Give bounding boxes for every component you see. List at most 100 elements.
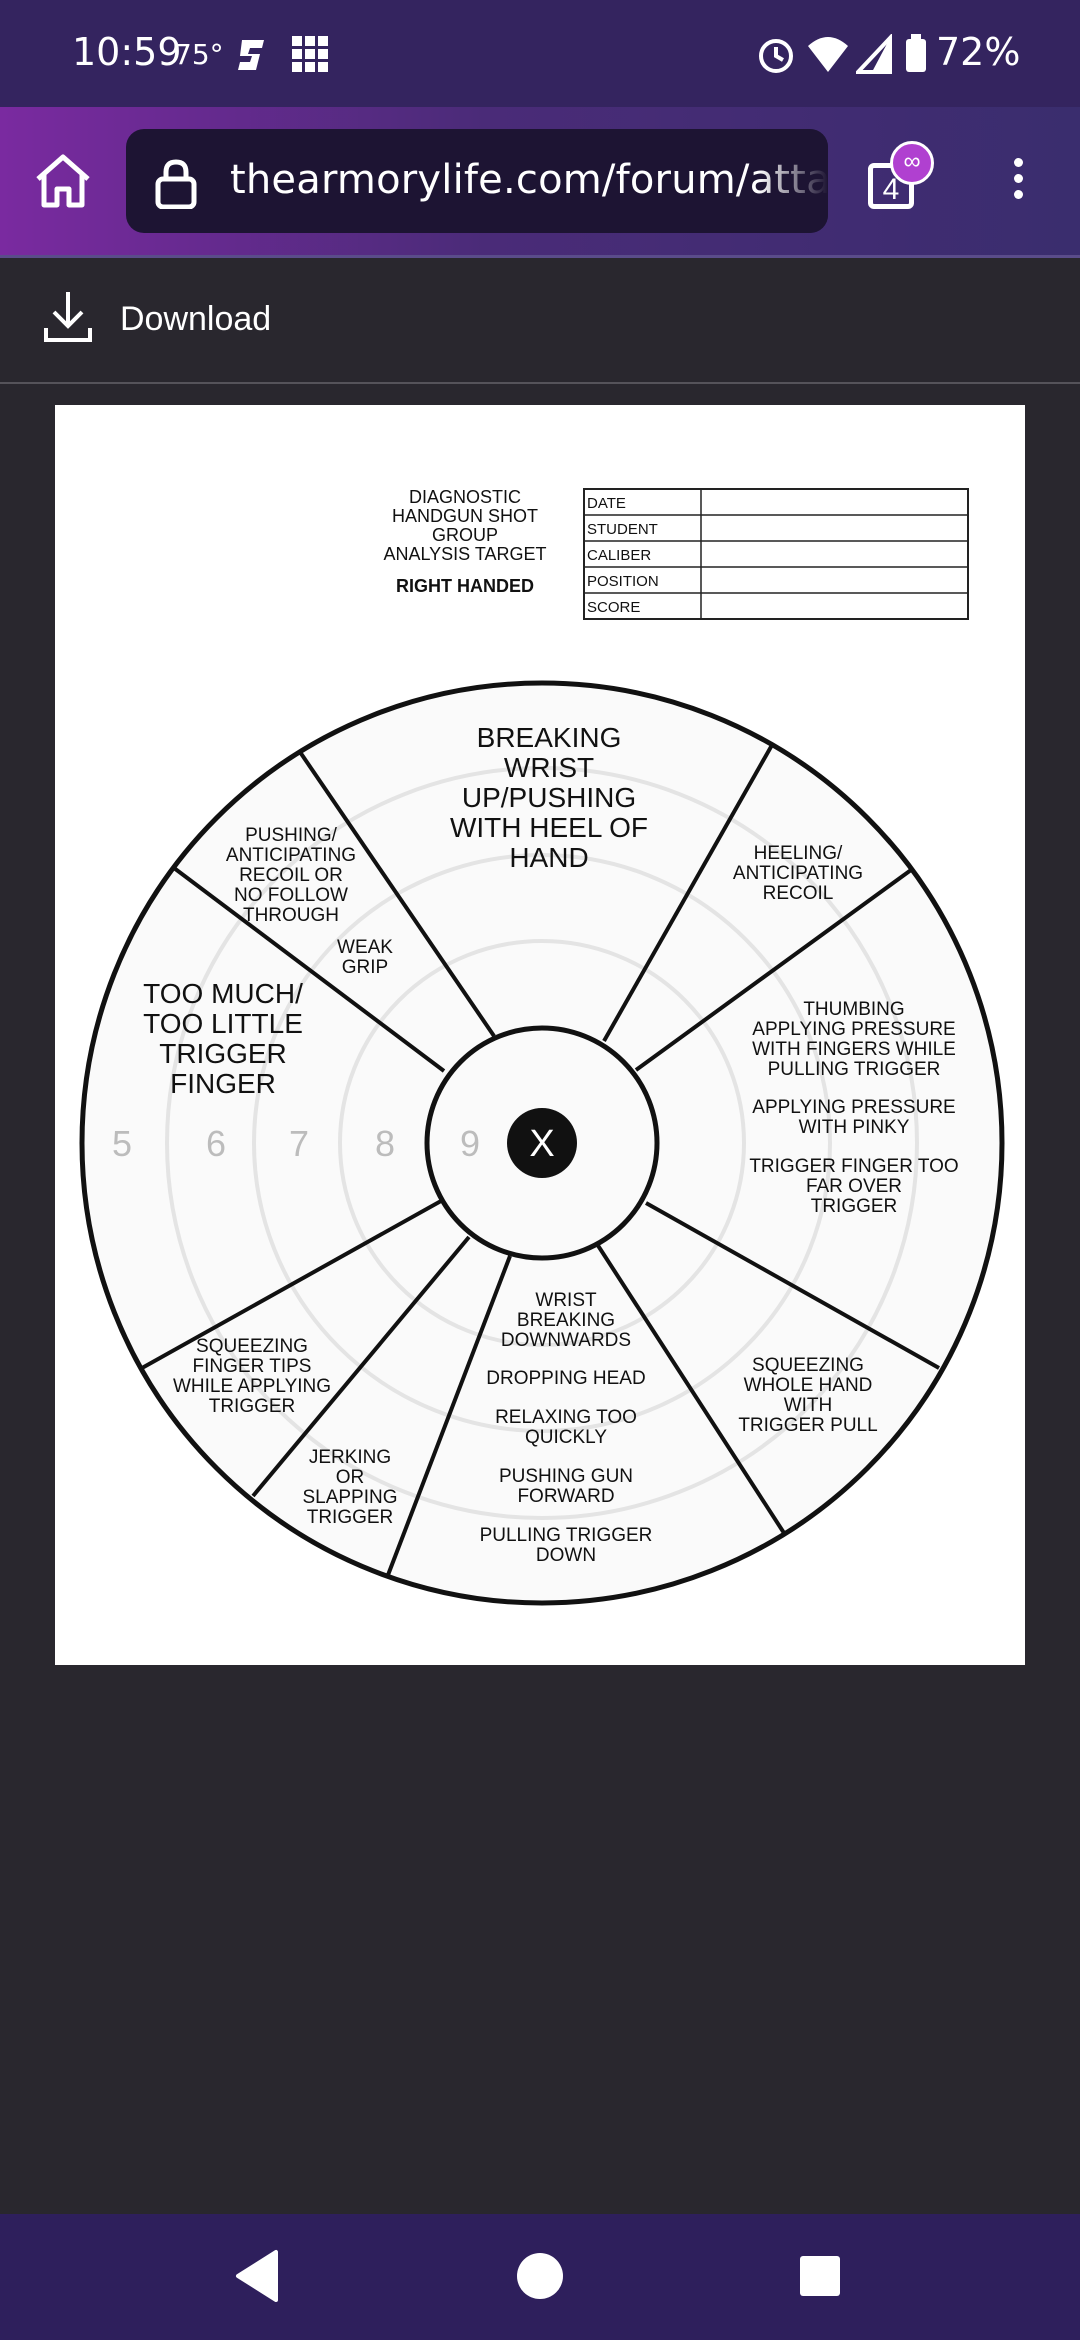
svg-text:JERKING: JERKING xyxy=(309,1447,391,1468)
svg-text:BREAKING: BREAKING xyxy=(477,722,622,753)
svg-text:TRIGGER: TRIGGER xyxy=(159,1038,287,1069)
status-time: 10:59 xyxy=(72,30,182,74)
form-field-label: DATE xyxy=(587,495,626,512)
svg-text:WITH HEEL OF: WITH HEEL OF xyxy=(450,812,648,843)
ring-number: 9 xyxy=(460,1123,480,1164)
svg-text:TRIGGER: TRIGGER xyxy=(307,1507,394,1528)
svg-text:PULLING TRIGGER: PULLING TRIGGER xyxy=(480,1525,653,1546)
segment-bottom-right-label: SQUEEZING WHOLE HAND WITH TRIGGER PULL xyxy=(738,1355,877,1436)
home-circle-icon xyxy=(517,2253,563,2299)
download-icon xyxy=(42,288,94,351)
svg-text:PULLING TRIGGER: PULLING TRIGGER xyxy=(768,1059,941,1080)
svg-text:RECOIL: RECOIL xyxy=(763,883,834,904)
wifi-icon xyxy=(806,34,850,79)
svg-text:SLAPPING: SLAPPING xyxy=(302,1487,397,1508)
score-form-table: DATE STUDENT CALIBER POSITION SCORE xyxy=(583,488,969,620)
svg-text:DOWNWARDS: DOWNWARDS xyxy=(501,1330,631,1351)
more-vert-icon xyxy=(1013,158,1023,167)
recents-button[interactable] xyxy=(798,2248,842,2309)
segment-bottom-left-inner-label: JERKING OR SLAPPING TRIGGER xyxy=(302,1447,397,1528)
svg-text:APPLYING PRESSURE: APPLYING PRESSURE xyxy=(752,1019,955,1040)
svg-text:HAND: HAND xyxy=(509,842,588,873)
svg-text:TRIGGER FINGER TOO: TRIGGER FINGER TOO xyxy=(749,1156,958,1177)
svg-text:WITH: WITH xyxy=(784,1395,833,1416)
svg-text:WHOLE HAND: WHOLE HAND xyxy=(744,1375,873,1396)
target-title-line: GROUP xyxy=(432,525,498,545)
segment-top-label: BREAKING WRIST UP/PUSHING WITH HEEL OF H… xyxy=(450,722,648,873)
svg-text:TRIGGER: TRIGGER xyxy=(209,1396,296,1417)
segment-bottom-left-label: SQUEEZING FINGER TIPS WHILE APPLYING TRI… xyxy=(173,1336,331,1417)
svg-text:FINGER TIPS: FINGER TIPS xyxy=(193,1356,312,1377)
back-icon xyxy=(236,2250,278,2302)
back-button[interactable] xyxy=(232,2248,282,2309)
segment-top-right-label: HEELING/ ANTICIPATING RECOIL xyxy=(733,843,863,904)
app-notification-icon xyxy=(236,34,270,79)
browser-toolbar: thearmorylife.com/forum/attachments/diag… xyxy=(0,107,1080,258)
alarm-icon xyxy=(756,34,796,79)
svg-text:WEAK: WEAK xyxy=(337,937,393,958)
segment-bottom-label: WRIST BREAKING DOWNWARDS DROPPING HEAD R… xyxy=(480,1290,653,1566)
ring-number: 6 xyxy=(206,1123,226,1164)
svg-text:TRIGGER PULL: TRIGGER PULL xyxy=(738,1415,877,1436)
svg-text:FORWARD: FORWARD xyxy=(517,1486,614,1507)
home-nav-button[interactable] xyxy=(514,2248,566,2309)
svg-text:HEELING/: HEELING/ xyxy=(754,843,843,864)
svg-text:THUMBING: THUMBING xyxy=(803,999,904,1020)
target-title-line: DIAGNOSTIC xyxy=(409,487,521,507)
svg-text:SQUEEZING: SQUEEZING xyxy=(752,1355,864,1376)
segment-right-label: THUMBING APPLYING PRESSURE WITH FINGERS … xyxy=(749,999,958,1217)
status-bar: 10:59 75° 72% xyxy=(0,0,1080,107)
url-text: thearmorylife.com/forum/attachments/diag… xyxy=(230,157,828,203)
target-image[interactable]: DIAGNOSTIC HANDGUN SHOT GROUP ANALYSIS T… xyxy=(55,405,1025,1665)
lock-icon xyxy=(154,159,198,214)
svg-text:DROPPING HEAD: DROPPING HEAD xyxy=(486,1368,645,1389)
svg-text:WRIST: WRIST xyxy=(535,1290,597,1311)
svg-text:THROUGH: THROUGH xyxy=(243,905,339,926)
battery-icon xyxy=(904,34,928,79)
download-label: Download xyxy=(120,300,272,338)
target-title-line: HANDGUN SHOT xyxy=(392,506,538,526)
svg-text:NO FOLLOW: NO FOLLOW xyxy=(234,885,348,906)
svg-text:TOO MUCH/: TOO MUCH/ xyxy=(143,978,303,1009)
form-field-label: CALIBER xyxy=(587,547,651,564)
overflow-menu-button[interactable] xyxy=(998,151,1038,221)
form-field-label: SCORE xyxy=(587,599,640,616)
svg-text:PUSHING/: PUSHING/ xyxy=(245,825,338,846)
svg-text:OR: OR xyxy=(336,1467,365,1488)
svg-text:WITH PINKY: WITH PINKY xyxy=(799,1117,910,1138)
svg-text:RELAXING TOO: RELAXING TOO xyxy=(495,1407,637,1428)
url-bar[interactable]: thearmorylife.com/forum/attachments/diag… xyxy=(126,129,828,233)
ring-number: 8 xyxy=(375,1123,395,1164)
recents-square-icon xyxy=(800,2256,840,2296)
tab-switcher-button[interactable]: 4 ∞ xyxy=(860,141,950,231)
svg-text:WRIST: WRIST xyxy=(504,752,594,783)
diagnostic-target-graphic: DIAGNOSTIC HANDGUN SHOT GROUP ANALYSIS T… xyxy=(79,487,1005,1606)
svg-text:QUICKLY: QUICKLY xyxy=(525,1427,607,1448)
status-temperature: 75° xyxy=(174,38,224,71)
svg-text:TRIGGER: TRIGGER xyxy=(811,1196,898,1217)
battery-percent: 72% xyxy=(936,30,1021,74)
incognito-badge-icon: ∞ xyxy=(890,141,934,185)
svg-text:FAR OVER: FAR OVER xyxy=(806,1176,902,1197)
svg-text:RECOIL OR: RECOIL OR xyxy=(239,865,343,886)
download-bar[interactable]: Download xyxy=(0,258,1080,384)
segment-left-label: TOO MUCH/ TOO LITTLE TRIGGER FINGER xyxy=(143,978,303,1099)
signal-icon xyxy=(853,32,892,79)
segment-top-left-inner-label: WEAK GRIP xyxy=(337,937,393,978)
svg-text:WHILE APPLYING: WHILE APPLYING xyxy=(173,1376,331,1397)
svg-text:TOO LITTLE: TOO LITTLE xyxy=(143,1008,303,1039)
svg-text:BREAKING: BREAKING xyxy=(517,1310,615,1331)
svg-text:ANTICIPATING: ANTICIPATING xyxy=(226,845,356,866)
svg-text:ANTICIPATING: ANTICIPATING xyxy=(733,863,863,884)
svg-text:APPLYING PRESSURE: APPLYING PRESSURE xyxy=(752,1097,955,1118)
system-navigation-bar xyxy=(0,2214,1080,2340)
form-field-label: STUDENT xyxy=(587,521,658,538)
handedness-label: RIGHT HANDED xyxy=(396,576,534,596)
home-button[interactable] xyxy=(30,149,96,215)
svg-text:PUSHING GUN: PUSHING GUN xyxy=(499,1466,633,1487)
home-icon xyxy=(36,154,90,208)
ring-number: 7 xyxy=(289,1123,309,1164)
grid-icon xyxy=(290,34,330,79)
svg-text:WITH FINGERS WHILE: WITH FINGERS WHILE xyxy=(752,1039,956,1060)
svg-text:UP/PUSHING: UP/PUSHING xyxy=(462,782,636,813)
